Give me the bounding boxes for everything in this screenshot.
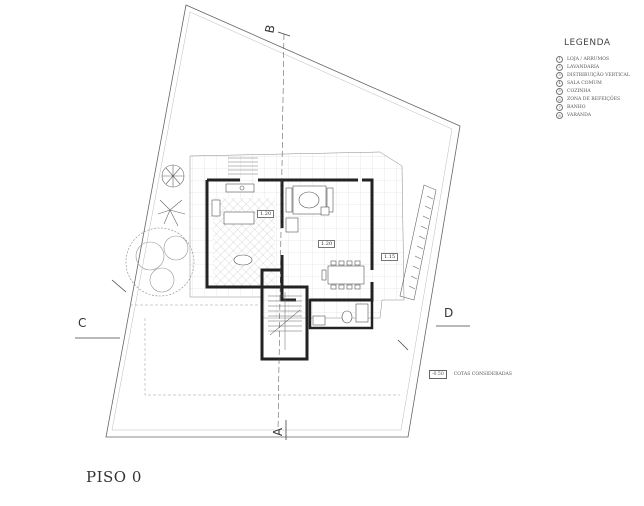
legend-item: 5 COZINHA <box>556 87 642 95</box>
cut-label-a: A <box>271 427 286 437</box>
floor-title: PISO 0 <box>86 468 142 486</box>
legend-num: 8 <box>556 112 563 120</box>
cut-label-d: D <box>444 306 454 320</box>
kitchen-counters <box>211 183 255 266</box>
bathroom <box>308 298 374 330</box>
cut-label-c: C <box>78 316 87 330</box>
legend-label: BANHO <box>567 105 586 111</box>
plot-boundary-inner <box>111 11 453 431</box>
legend-item: 4 SALA COMUM <box>556 79 642 87</box>
bathroom-fixtures <box>312 303 369 326</box>
level-note-text: COTAS CONSIDERADAS <box>453 372 513 377</box>
legend-num: 3 <box>556 71 563 79</box>
room-level-living: 1.20 <box>318 240 336 248</box>
level-note-value: -0.50 <box>429 370 447 379</box>
legend-item: 3 DISTRIBUIÇÃO VERTICAL <box>556 71 642 79</box>
legend-num: 2 <box>556 63 563 71</box>
room-level-kitchen: 1.20 <box>257 210 275 218</box>
stair-block <box>260 285 309 361</box>
garden-trees <box>125 164 195 297</box>
legend-label: ZONA DE REFEIÇÕES <box>567 97 621 103</box>
legend-item: 6 ZONA DE REFEIÇÕES <box>556 95 642 104</box>
legend-label: DISTRIBUIÇÃO VERTICAL <box>567 72 630 78</box>
legend-item: 2 LAVANDARIA <box>556 63 642 71</box>
legend-label: LOJA / ARRUMOS <box>567 56 610 62</box>
legend-num: 7 <box>556 104 563 112</box>
legend-num: 1 <box>556 55 563 63</box>
legend-num: 6 <box>556 96 563 104</box>
exterior-stair <box>399 184 437 301</box>
legend-item: 1 LOJA / ARRUMOS <box>556 55 642 63</box>
legend-title: LEGENDA <box>564 38 611 48</box>
entry-steps <box>228 157 258 175</box>
legend: LEGENDA 1 LOJA / ARRUMOS 2 LAVANDARIA 3 … <box>556 38 642 120</box>
living-furniture <box>285 185 334 233</box>
legend-num: 5 <box>556 87 563 95</box>
dining-table <box>321 260 365 290</box>
room-level-stair: 1.15 <box>381 253 399 261</box>
plot-boundary <box>105 4 461 438</box>
legend-label: SALA COMUM <box>567 80 602 86</box>
legend-item: 8 VARANDA <box>556 112 642 120</box>
legend-item: 7 BANHO <box>556 104 642 112</box>
legend-num: 4 <box>556 79 563 87</box>
section-cut-lines <box>75 31 470 440</box>
legend-label: COZINHA <box>567 88 591 94</box>
level-note: -0.50 COTAS CONSIDERADAS <box>429 370 512 379</box>
legend-label: LAVANDARIA <box>567 64 600 70</box>
dashed-site-line <box>144 318 400 396</box>
legend-label: VARANDA <box>567 113 592 119</box>
